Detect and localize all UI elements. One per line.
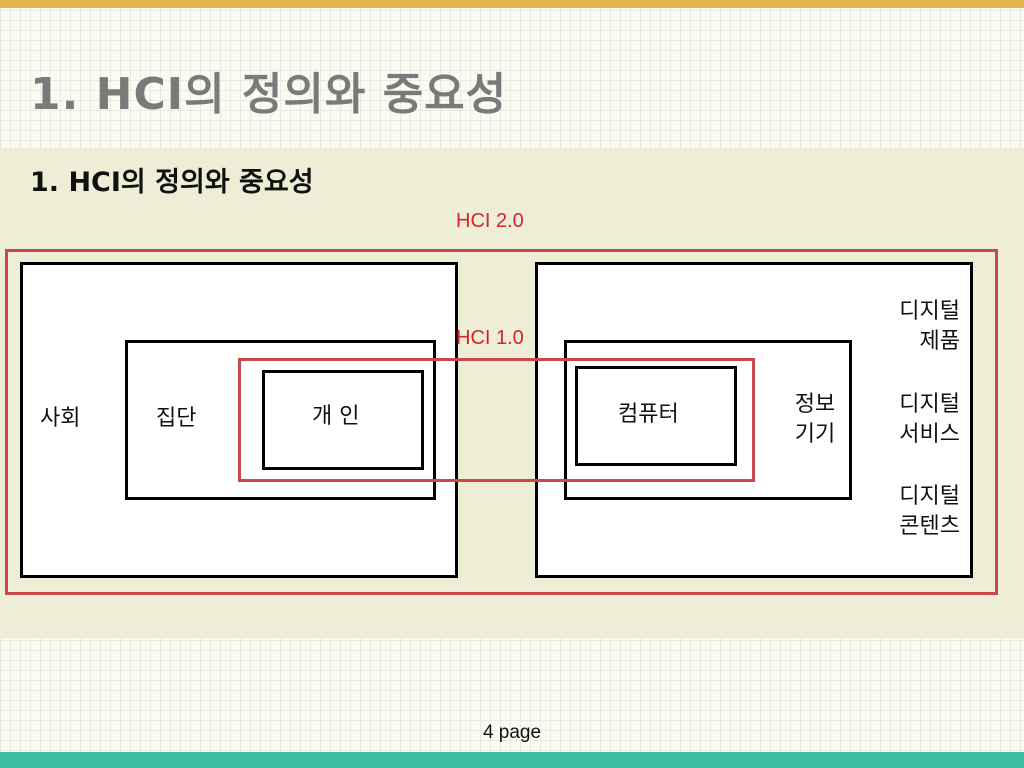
top-accent-bar [0,0,1024,8]
digital-content-label: 디지털 콘텐츠 [899,484,960,539]
content-heading: 1. HCI의 정의와 중요성 [30,167,314,198]
page-number: 4 page [482,722,542,743]
computer-label: 컴퓨터 [618,402,679,427]
computer-box [575,366,737,466]
digital-service-label: 디지털 서비스 [899,392,960,447]
hci-1-label: HCI 1.0 [456,327,524,349]
society-label: 사회 [40,406,81,431]
group-label: 집단 [156,406,197,431]
bottom-accent-bar [0,752,1024,768]
info-device-label: 정보 기기 [794,392,836,447]
page-title: 1. HCI의 정의와 중요성 [30,69,508,120]
hci-1-frame [238,358,755,482]
hci-2-label: HCI 2.0 [456,210,524,232]
digital-product-label: 디지털 제품 [899,299,960,354]
individual-box [262,370,424,470]
individual-label: 개 인 [312,404,360,429]
hci-2-frame [5,249,998,595]
